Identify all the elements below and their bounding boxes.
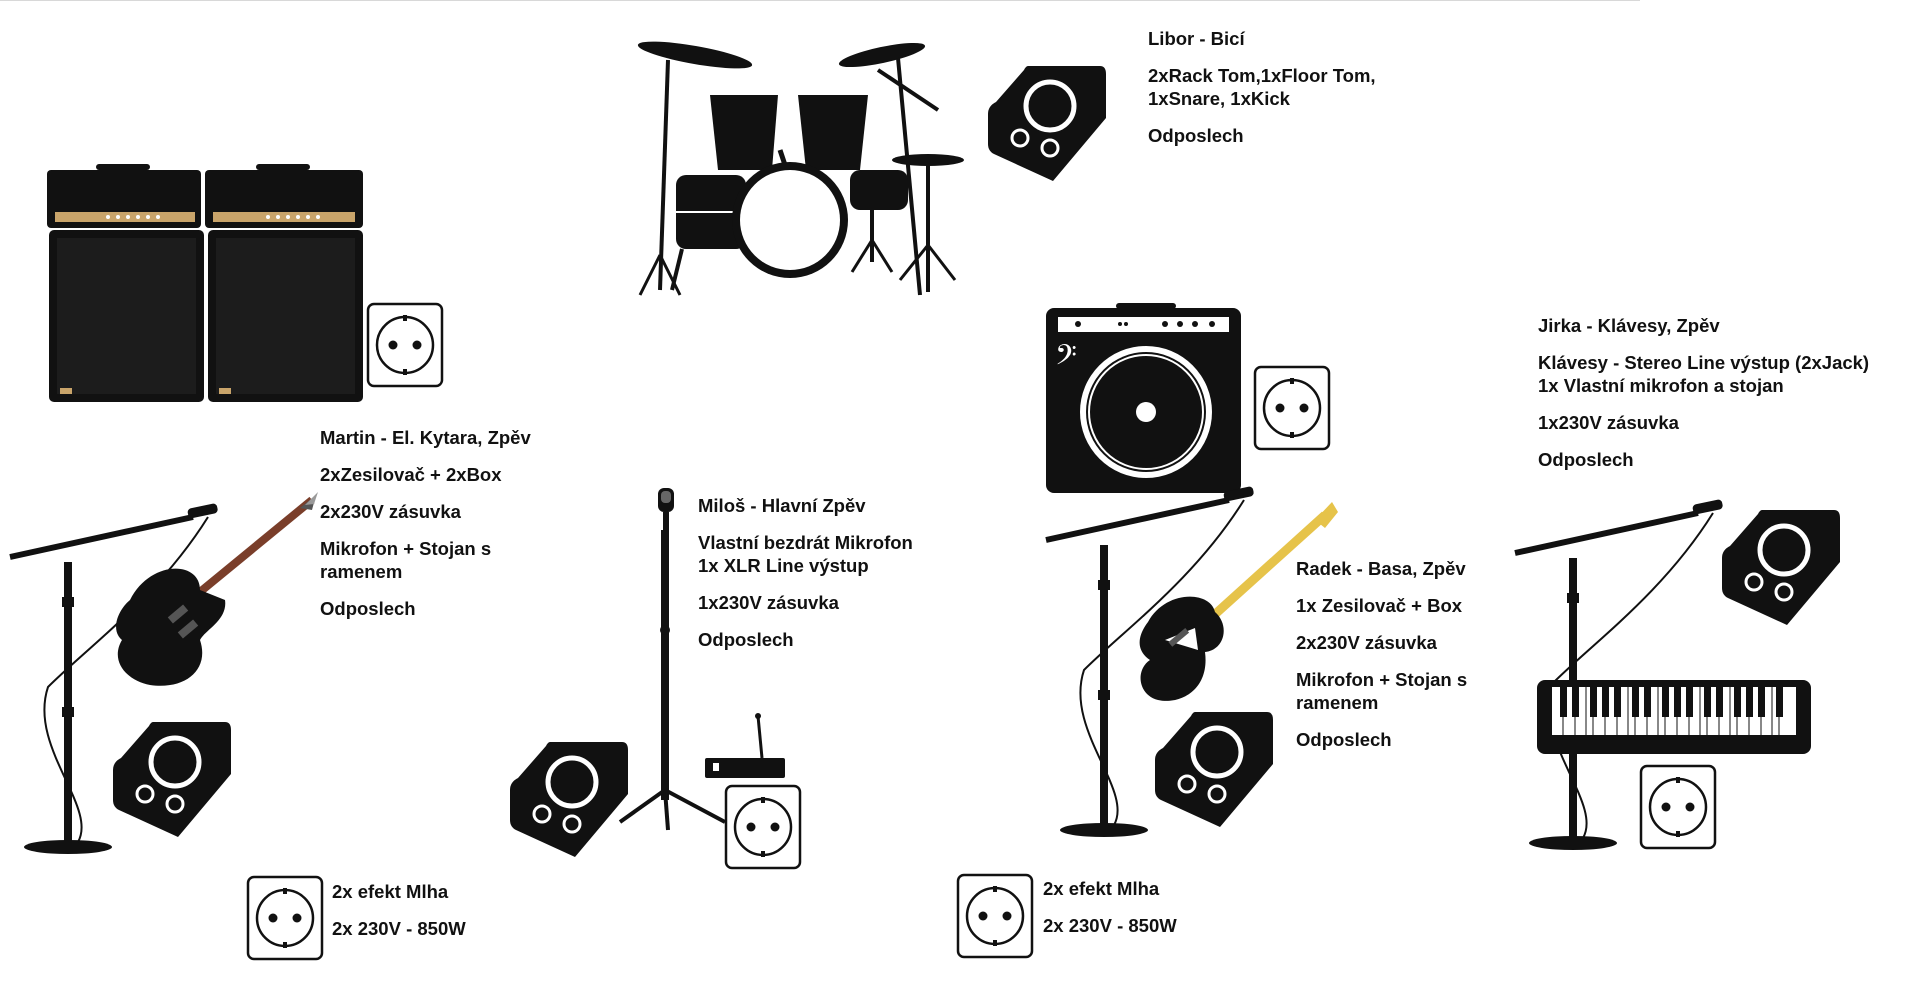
- guitarist-amps: 2xZesilovač + 2xBox: [320, 464, 502, 485]
- keyboardist-info: Jirka - Klávesy, Zpěv Klávesy - Stereo L…: [1538, 314, 1869, 471]
- bassist-monitor-icon: [1155, 712, 1273, 827]
- keyboardist-keys-line-2: 1x Vlastní mikrofon a stojan: [1538, 375, 1784, 396]
- drummer-info: Libor - Bicí 2xRack Tom,1xFloor Tom, 1xS…: [1148, 27, 1376, 147]
- lead-singer-mic-line-2: 1x XLR Line výstup: [698, 555, 869, 576]
- drummer-name: Libor - Bicí: [1148, 28, 1245, 49]
- lead-singer-info: Miloš - Hlavní Zpěv Vlastní bezdrát Mikr…: [698, 494, 913, 651]
- keyboard-icon: [1537, 680, 1811, 754]
- fog-right-power: 2x 230V - 850W: [1043, 915, 1177, 936]
- keyboardist-keys-line-1: Klávesy - Stereo Line výstup (2xJack): [1538, 352, 1870, 373]
- keyboardist-name: Jirka - Klávesy, Zpěv: [1538, 315, 1720, 336]
- guitar-socket-icon: [366, 302, 444, 388]
- svg-text:𝄢: 𝄢: [1055, 339, 1077, 379]
- drummer-kit-line-2: 1xSnare, 1xKick: [1148, 88, 1290, 109]
- guitarist-mic-line-2: ramenem: [320, 561, 403, 582]
- bassist-amps: 1x Zesilovač + Box: [1296, 595, 1463, 616]
- keyboardist-monitor: Odposlech: [1538, 449, 1634, 470]
- lead-socket-icon: [724, 784, 802, 870]
- drummer-monitor-icon: [988, 66, 1106, 181]
- bass-amp-icon: 𝄢: [1046, 303, 1241, 493]
- fog-right-socket-icon: [956, 873, 1034, 959]
- lead-monitor-icon: [510, 742, 628, 857]
- bassist-mic-line-2: ramenem: [1296, 692, 1379, 713]
- fog-right-info: 2x efekt Mlha 2x 230V - 850W: [1043, 877, 1177, 937]
- bassist-power: 2x230V zásuvka: [1296, 632, 1437, 653]
- guitarist-power: 2x230V zásuvka: [320, 501, 461, 522]
- fog-left-socket-icon: [246, 875, 324, 961]
- wireless-receiver-icon: [705, 713, 785, 778]
- drummer-kit-line-1: 2xRack Tom,1xFloor Tom,: [1148, 65, 1376, 86]
- guitarist-monitor: Odposlech: [320, 598, 416, 619]
- bassist-monitor: Odposlech: [1296, 729, 1392, 750]
- keyboardist-socket-icon: [1639, 764, 1717, 850]
- guitarist-name: Martin - El. Kytara, Zpěv: [320, 427, 531, 448]
- electric-guitar-icon: [116, 492, 318, 686]
- bassist-mic-line-1: Mikrofon + Stojan s: [1296, 669, 1468, 690]
- fog-left-info: 2x efekt Mlha 2x 230V - 850W: [332, 880, 466, 940]
- lead-singer-name: Miloš - Hlavní Zpěv: [698, 495, 866, 516]
- guitar-amp-stack-icon: [47, 164, 363, 402]
- bass-socket-icon: [1253, 365, 1331, 451]
- drummer-monitor: Odposlech: [1148, 125, 1244, 146]
- fog-right-effect: 2x efekt Mlha: [1043, 878, 1160, 899]
- lead-singer-power: 1x230V zásuvka: [698, 592, 839, 613]
- guitarist-info: Martin - El. Kytara, Zpěv 2xZesilovač + …: [320, 426, 531, 620]
- keyboardist-monitor-icon: [1722, 510, 1840, 625]
- lead-singer-mic-line-1: Vlastní bezdrát Mikrofon: [698, 532, 913, 553]
- keyboardist-power: 1x230V zásuvka: [1538, 412, 1679, 433]
- drum-kit-icon: [637, 41, 964, 296]
- lead-mic-stand-icon: [618, 488, 726, 831]
- bassist-info: Radek - Basa, Zpěv 1x Zesilovač + Box 2x…: [1296, 557, 1467, 751]
- fog-left-power: 2x 230V - 850W: [332, 918, 466, 939]
- top-divider: [0, 0, 1640, 1]
- guitarist-mic-line-1: Mikrofon + Stojan s: [320, 538, 492, 559]
- guitarist-monitor-icon: [113, 722, 231, 837]
- bass-guitar-icon: [1139, 502, 1338, 701]
- bassist-name: Radek - Basa, Zpěv: [1296, 558, 1466, 579]
- lead-singer-monitor: Odposlech: [698, 629, 794, 650]
- fog-left-effect: 2x efekt Mlha: [332, 881, 449, 902]
